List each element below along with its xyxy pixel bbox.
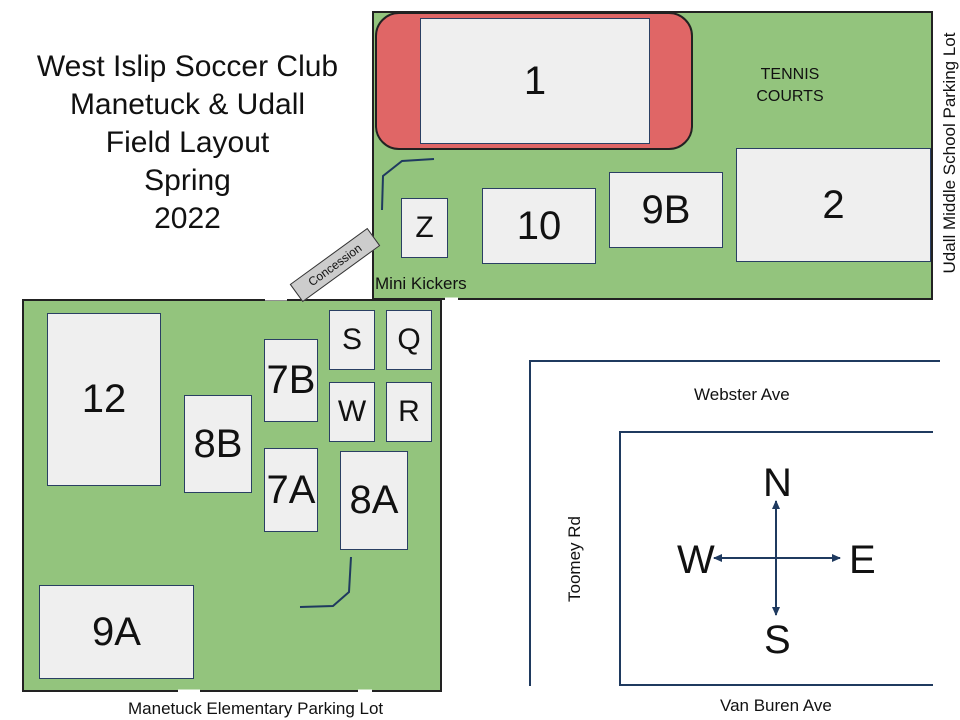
- field-7a[interactable]: 7A: [264, 448, 318, 532]
- field-10[interactable]: 10: [482, 188, 596, 264]
- field-8b[interactable]: 8B: [184, 395, 252, 493]
- field-s[interactable]: S: [329, 310, 375, 370]
- compass-e: E: [849, 538, 876, 582]
- mini-kickers-label: Mini Kickers: [375, 274, 467, 293]
- footpath-lower: [299, 556, 352, 608]
- compass-w: W: [677, 538, 715, 582]
- road-inner: [619, 431, 933, 686]
- field-z[interactable]: Z: [401, 198, 448, 258]
- compass-n: N: [763, 461, 792, 505]
- road-outer: [529, 360, 940, 686]
- field-9b[interactable]: 9B: [609, 172, 723, 248]
- field-w[interactable]: W: [329, 382, 375, 442]
- title-line-1: West Islip Soccer Club: [36, 50, 339, 83]
- title-line-3: Field Layout: [105, 126, 270, 159]
- footpath-upper: [381, 158, 435, 211]
- webster-ave-label: Webster Ave: [694, 385, 790, 404]
- title-line-5: 2022: [154, 202, 221, 235]
- field-r[interactable]: R: [386, 382, 432, 442]
- field-q[interactable]: Q: [386, 310, 432, 370]
- van-buren-ave-label: Van Buren Ave: [720, 696, 832, 715]
- manetuck-parking-lot-label: Manetuck Elementary Parking Lot: [128, 699, 384, 718]
- title-line-4: Spring: [144, 164, 231, 197]
- map-title: West Islip Soccer Club Manetuck & Udall …: [10, 48, 365, 238]
- tennis-line-1: TENNIS: [760, 66, 820, 83]
- tennis-courts-label: TENNIS COURTS: [740, 64, 840, 108]
- tennis-line-2: COURTS: [756, 88, 824, 105]
- field-2[interactable]: 2: [736, 148, 931, 262]
- field-12[interactable]: 12: [47, 313, 161, 486]
- field-1[interactable]: 1: [420, 18, 650, 144]
- field-7b[interactable]: 7B: [264, 339, 318, 422]
- title-line-2: Manetuck & Udall: [69, 88, 306, 121]
- field-8a[interactable]: 8A: [340, 451, 408, 550]
- compass-s: S: [764, 618, 791, 662]
- field-9a[interactable]: 9A: [39, 585, 194, 679]
